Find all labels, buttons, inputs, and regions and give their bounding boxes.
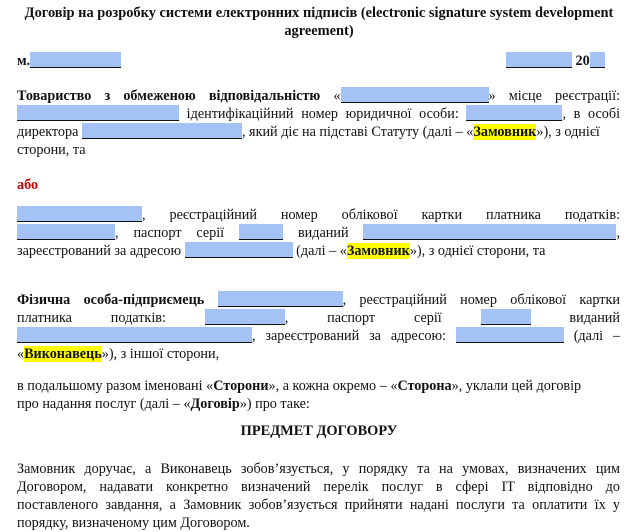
customer-highlight: Замовник xyxy=(473,124,537,140)
individual-passport-issued-field[interactable] xyxy=(363,224,617,240)
fop-name-field[interactable] xyxy=(217,291,343,307)
individual-line-3: зареєстрований за адресою (далі – «Замов… xyxy=(17,242,545,260)
subject-line-1: Замовник доручає, а Виконавець зобов’язу… xyxy=(17,461,620,477)
llc-line-4: сторони, та xyxy=(17,142,86,158)
text: про надання послуг (далі – « xyxy=(17,396,191,412)
llc-id-field[interactable] xyxy=(466,105,563,121)
fop-label: Фізична xyxy=(17,292,71,308)
text: », уклали цей договір xyxy=(451,378,582,394)
text: адресою: xyxy=(390,328,447,344)
bold-term: Договір xyxy=(190,396,240,412)
individual-line-2: , паспорт серії виданий , xyxy=(17,224,620,242)
text: »), з однієї сторони, та xyxy=(409,243,546,259)
fop-tax-id-field[interactable] xyxy=(204,309,285,325)
section-heading: ПРЕДМЕТ ДОГОВОРУ xyxy=(240,423,398,439)
llc-name-field[interactable] xyxy=(340,87,489,103)
parties-line-2: про надання послуг (далі – «Договір») пр… xyxy=(17,395,310,413)
bold-term: Сторони xyxy=(213,378,269,394)
text: платника податків: xyxy=(17,310,166,326)
text: , в особі xyxy=(562,106,621,122)
text: виданий xyxy=(297,225,349,241)
text: , xyxy=(252,328,256,344)
quote: » xyxy=(488,88,496,104)
individual-line-1: , реєстраційний номер облікової картки п… xyxy=(17,206,620,224)
year-prefix: 20 xyxy=(575,53,590,69)
title-line-1: Договір на розробку системи електронних … xyxy=(24,5,614,21)
bold-term: Сторона xyxy=(397,378,452,394)
parties-line-1: в подальшому разом іменовані «Сторони», … xyxy=(17,377,581,395)
text: (далі xyxy=(573,328,604,344)
text: реєстраційний номер облікової xyxy=(359,292,567,308)
text: »), з однієї xyxy=(536,124,600,140)
city-line: м. xyxy=(17,52,122,70)
llc-registration-field[interactable] xyxy=(17,105,179,121)
fop-line-1: Фізична особа-підприємець , реєстраційни… xyxy=(17,291,620,309)
text: ідентифікаційний номер юридичної особи: xyxy=(186,106,459,122)
fop-label: особа-підприємець xyxy=(83,292,205,308)
individual-name-field[interactable] xyxy=(17,206,142,222)
fop-line-2: платника податків: , паспорт серії видан… xyxy=(17,309,620,327)
subject-line-3: поставленого завдання, а Замовник зобов’… xyxy=(17,497,620,513)
text: реєстраційний номер облікової xyxy=(169,207,398,223)
text: картки xyxy=(579,292,620,308)
text: картки xyxy=(421,207,463,223)
text: в подальшому разом іменовані « xyxy=(17,378,214,394)
date-field[interactable] xyxy=(506,52,572,68)
fop-line-3: , зареєстрований за адресою: (далі – xyxy=(17,327,620,345)
text: , xyxy=(284,310,289,326)
text: , xyxy=(142,207,146,223)
llc-line-2: ідентифікаційний номер юридичної особи: … xyxy=(17,105,620,123)
subject-line-2: Договором, надавати конкретно визначений… xyxy=(17,479,620,495)
text: , xyxy=(616,225,621,241)
text: (далі – « xyxy=(296,243,347,259)
contractor-highlight: Виконавець xyxy=(24,346,102,362)
text: паспорт xyxy=(133,225,182,241)
text: ») про таке: xyxy=(239,396,310,412)
customer-highlight: Замовник xyxy=(346,243,410,259)
llc-line-1: Товариство з обмеженою відповідальністю … xyxy=(17,87,620,105)
llc-director-field[interactable] xyxy=(81,123,242,139)
text: , xyxy=(342,292,347,308)
fop-address-field[interactable] xyxy=(455,327,564,343)
text: , який діє на підставі Статуту (далі – « xyxy=(241,124,474,140)
text: »), з іншої сторони, xyxy=(101,346,220,362)
text: серії xyxy=(196,225,225,241)
individual-passport-series-field[interactable] xyxy=(239,224,284,240)
text: за xyxy=(369,328,381,344)
text: », а кожна окремо – « xyxy=(268,378,398,394)
text: виданий xyxy=(569,310,620,326)
text: серії xyxy=(413,310,442,326)
fop-passport-issued-field[interactable] xyxy=(17,327,252,343)
text: – xyxy=(612,328,621,344)
year-field[interactable] xyxy=(589,52,605,68)
text: платника податків: xyxy=(486,207,621,223)
llc-line-3: директора , який діє на підставі Статуту… xyxy=(17,123,600,141)
individual-address-field[interactable] xyxy=(184,242,293,258)
text: зареєстрований xyxy=(265,328,360,344)
fop-line-4: «Виконавець»), з іншої сторони, xyxy=(17,345,219,363)
text: « xyxy=(17,346,25,362)
date-line: 20 xyxy=(506,52,605,70)
llc-label: Товариство з обмеженою відповідальністю xyxy=(17,88,321,104)
or-label: або xyxy=(17,177,39,193)
fop-passport-series-field[interactable] xyxy=(480,309,531,325)
title-line-2: agreement) xyxy=(284,23,354,39)
text: місце реєстрації: xyxy=(508,88,621,104)
individual-tax-id-field[interactable] xyxy=(17,224,115,240)
text: директора xyxy=(17,124,79,140)
text: зареєстрований за адресою xyxy=(17,243,182,259)
text: паспорт xyxy=(327,310,376,326)
city-prefix: м. xyxy=(17,53,31,69)
quote: « xyxy=(333,88,341,104)
document-title: Договір на розробку системи електронних … xyxy=(10,4,628,40)
text: , xyxy=(115,225,119,241)
city-field[interactable] xyxy=(30,52,122,68)
subject-line-4: порядку, визначеному цим Договором. xyxy=(17,515,250,531)
